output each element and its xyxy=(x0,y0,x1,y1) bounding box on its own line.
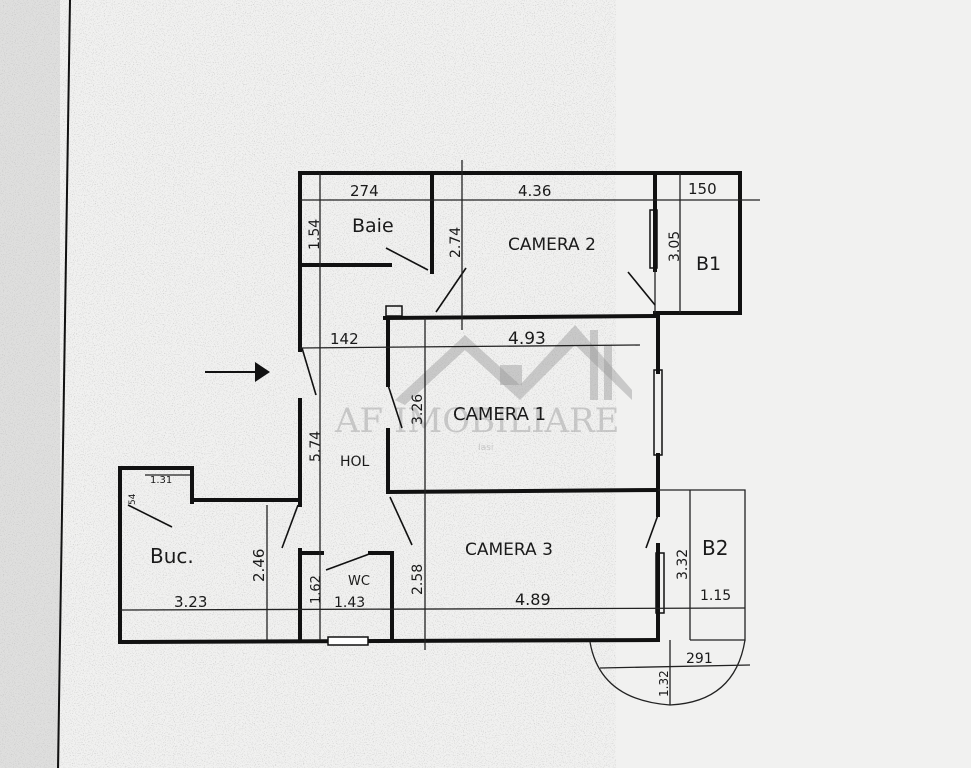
watermark-brand: AF IMOBILIARE xyxy=(334,401,619,441)
room-label-hol: HOL xyxy=(340,454,370,470)
room-label-baie: Baie xyxy=(352,215,394,237)
room-label-b2: B2 xyxy=(702,536,728,560)
room-label-camera3: CAMERA 3 xyxy=(465,540,553,560)
dim-camera1-height: 3.26 xyxy=(410,394,426,425)
dim-b2-height: 3.32 xyxy=(675,549,691,580)
dim-hol-length: 5.74 xyxy=(308,431,324,462)
watermark-city: Iasi xyxy=(478,443,493,453)
dim-balcony-depth: 1.32 xyxy=(657,670,671,697)
room-label-wc: WC xyxy=(348,574,370,589)
doors xyxy=(127,247,659,571)
dimension-labels: 274 1.54 4.36 2.74 150 3.05 142 5.74 4.9… xyxy=(128,180,731,697)
dim-camera2-width: 4.36 xyxy=(518,182,551,200)
dim-buc-height: 2.46 xyxy=(250,549,268,582)
dim-b1-height: 3.05 xyxy=(667,231,683,262)
dim-pantry-height: 54 xyxy=(128,493,138,505)
dimension-lines xyxy=(119,160,760,705)
room-label-camera2: CAMERA 2 xyxy=(508,235,596,255)
dim-camera1-width: 4.93 xyxy=(508,329,546,349)
walls xyxy=(118,171,746,706)
room-label-camera1: CAMERA 1 xyxy=(453,404,546,425)
dim-baie-width: 274 xyxy=(350,182,379,200)
scan-edge xyxy=(0,0,60,768)
dim-camera2-height: 2.74 xyxy=(448,227,464,258)
scan-noise xyxy=(0,0,560,768)
room-label-b1: B1 xyxy=(696,253,721,275)
entrance-arrowhead xyxy=(255,362,270,382)
dim-buc-width: 3.23 xyxy=(174,593,207,611)
dim-b1-width: 150 xyxy=(688,180,717,198)
dim-baie-height: 1.54 xyxy=(307,219,323,250)
page-margin-line xyxy=(57,0,71,768)
room-label-buc: Buc. xyxy=(150,544,194,568)
dim-hol-width: 142 xyxy=(330,330,359,348)
dim-b2-width: 1.15 xyxy=(700,588,731,604)
dim-camera3-width: 4.89 xyxy=(515,590,551,609)
dim-camera3-height: 2.58 xyxy=(410,564,426,595)
dim-pantry-width: 1.31 xyxy=(150,475,172,486)
dim-wc-height: 1.62 xyxy=(309,575,324,604)
dim-wc-width: 1.43 xyxy=(334,595,365,611)
dim-balcony-width: 291 xyxy=(686,651,713,667)
room-labels: Baie CAMERA 2 B1 CAMERA 1 HOL Buc. WC CA… xyxy=(150,215,728,589)
